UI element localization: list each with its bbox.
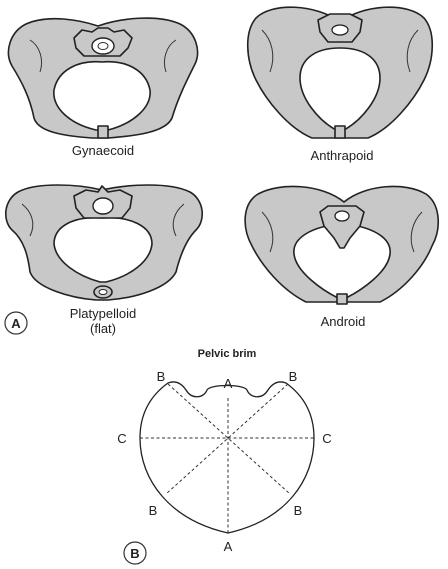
letter-c-right: C	[322, 431, 331, 446]
panel-b-badge-letter: B	[130, 546, 139, 561]
panel-b: Pelvic brim A A C C B B B B B	[117, 348, 332, 565]
pelvic-brim-outline	[139, 381, 315, 534]
letter-b-bottom-left: B	[149, 503, 158, 518]
anthrapoid-pelvis	[246, 6, 434, 139]
panel-a-badge-letter: A	[11, 316, 21, 331]
letter-b-top-right: B	[289, 369, 298, 384]
letter-c-left: C	[117, 431, 126, 446]
platypelloid-label: Platypelloid	[70, 306, 137, 321]
letter-b-bottom-right: B	[294, 503, 303, 518]
pelvic-brim-title: Pelvic brim	[198, 348, 257, 360]
platypelloid-flat-label: (flat)	[90, 321, 116, 336]
letter-a-bottom: A	[224, 539, 233, 554]
android-pelvis	[244, 185, 439, 305]
letter-a-top: A	[224, 376, 233, 391]
gynaecoid-pelvis	[7, 17, 199, 139]
panel-b-badge	[123, 541, 147, 565]
platypelloid-pelvis	[5, 184, 203, 301]
gynaecoid-label: Gynaecoid	[72, 143, 134, 158]
anthrapoid-label: Anthrapoid	[311, 148, 374, 163]
android-label: Android	[321, 314, 366, 329]
letter-b-top-left: B	[157, 369, 166, 384]
panel-a-badge	[4, 311, 28, 335]
panel-a: Gynaecoid Anthrapoid Platypelloid (flat)…	[4, 6, 439, 336]
